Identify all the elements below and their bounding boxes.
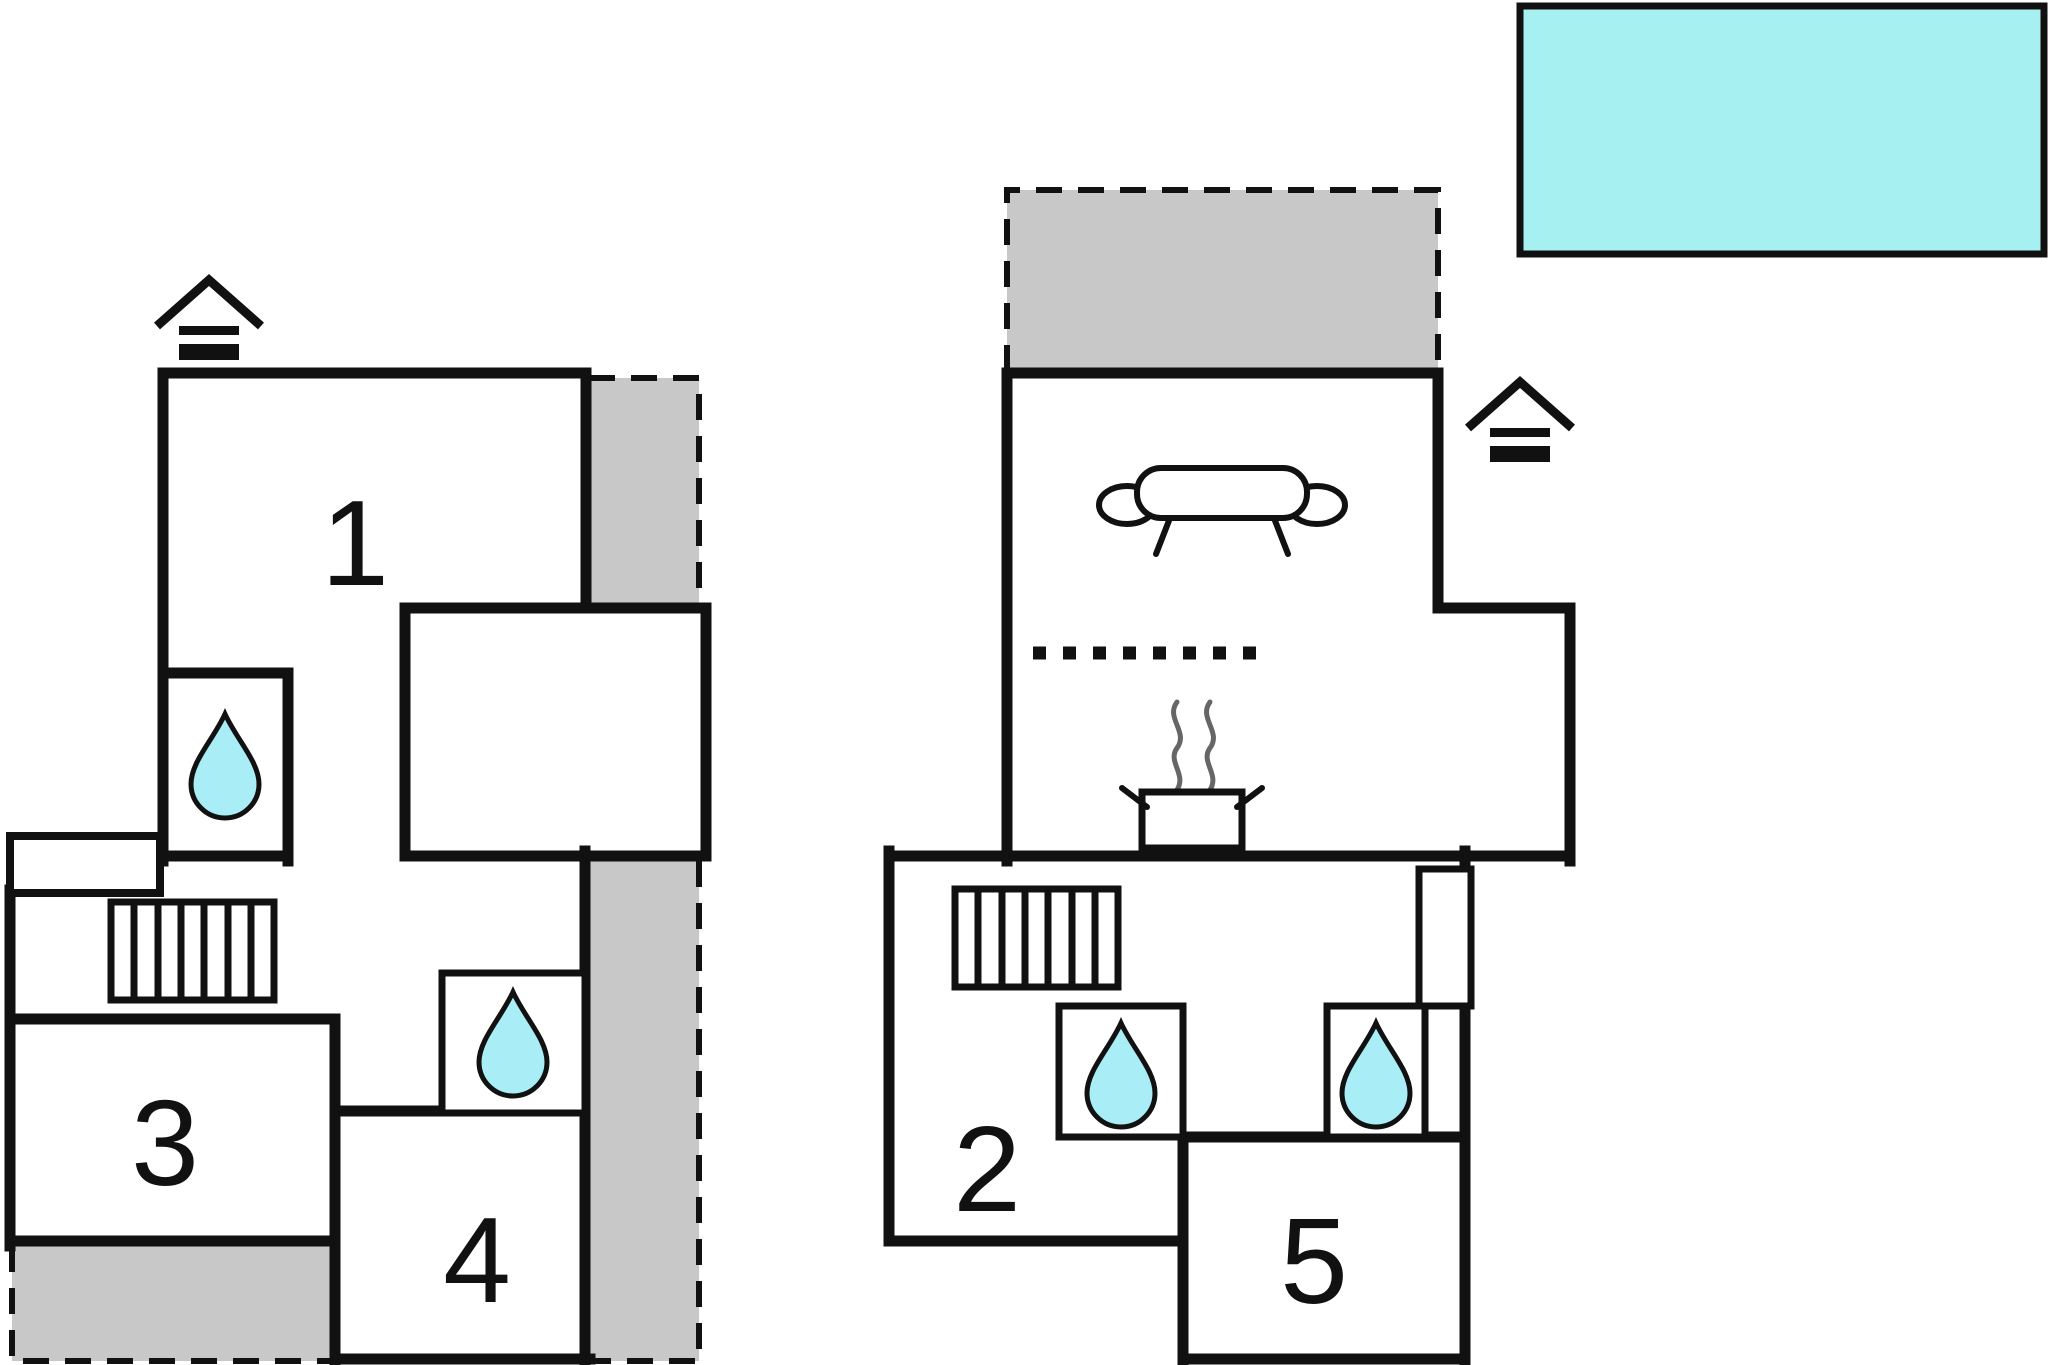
stairs-icon [955, 889, 1118, 987]
upper-floor-plan: 2 5 [883, 187, 1572, 1365]
water-drop-icon [191, 714, 259, 818]
terrace-area-top [1007, 190, 1438, 371]
sofa-icon [1096, 465, 1348, 557]
terrace-area-bottom-left [12, 1246, 330, 1361]
terrace-dashed-border [1004, 187, 1441, 371]
hallway-room [399, 602, 712, 862]
room-3-label: 3 [131, 1075, 199, 1211]
stove-icon [1119, 699, 1265, 852]
entrance-icon [1468, 382, 1572, 462]
pot-handles [1119, 785, 1265, 810]
bay-window [6, 832, 164, 897]
ground-floor-plan: 1 3 4 [4, 280, 712, 1365]
steam-icon [1171, 699, 1183, 793]
terrace-area-right-strip [589, 861, 699, 1361]
room-2-label: 2 [953, 1101, 1021, 1237]
sofa-back [1134, 465, 1310, 521]
terrace-dashed-border [589, 375, 702, 606]
room-4-label: 4 [443, 1192, 511, 1328]
utility-shaft [1415, 865, 1475, 1010]
pot [1138, 788, 1246, 852]
room-5-label: 5 [1280, 1193, 1348, 1329]
entrance-icon [157, 280, 261, 360]
steam-icon [1204, 699, 1216, 793]
terrace-area-top-right [589, 378, 699, 606]
swimming-pool [1516, 2, 2048, 258]
room-1-label: 1 [321, 475, 389, 611]
stairs-icon [111, 902, 274, 1000]
sofa-legs [1153, 515, 1291, 557]
